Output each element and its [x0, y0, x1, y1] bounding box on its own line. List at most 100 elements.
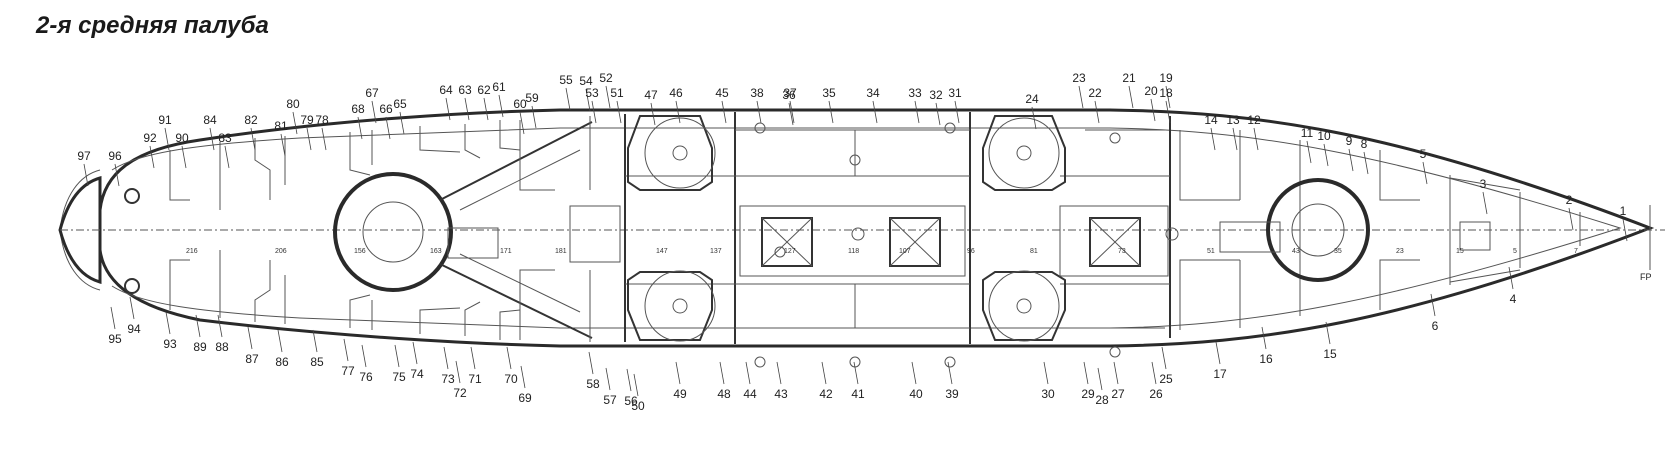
leader-line	[110, 306, 116, 330]
callout-number: 32	[929, 88, 943, 102]
callout-number: 77	[341, 364, 355, 378]
callout-number: 19	[1159, 71, 1173, 85]
callout-number: 22	[1088, 86, 1102, 100]
leader-line	[385, 116, 391, 140]
callout-number: 13	[1226, 113, 1240, 127]
page-title: 2-я средняя палуба	[36, 12, 269, 39]
leader-line	[506, 346, 512, 370]
leader-line	[935, 102, 941, 126]
callout-number: 97	[77, 149, 91, 163]
leader-line	[520, 365, 526, 389]
callout-number: 57	[603, 393, 617, 407]
frame-number: 181	[555, 248, 567, 255]
frame-number: 206	[275, 248, 287, 255]
leader-line	[1128, 85, 1134, 109]
callout-number: 47	[644, 88, 658, 102]
bulkheads	[624, 112, 1581, 344]
callout-number: 73	[441, 372, 455, 386]
leader-line	[675, 361, 681, 385]
leader-line	[181, 145, 187, 169]
leader-line	[776, 361, 782, 385]
callout-number: 51	[610, 86, 624, 100]
leader-line	[445, 97, 451, 121]
leader-line	[277, 329, 283, 353]
barbettes	[333, 115, 1370, 342]
callout-number: 20	[1144, 84, 1158, 98]
callout-number: 87	[245, 352, 259, 366]
callout-number: 21	[1122, 71, 1136, 85]
frame-number: 171	[500, 248, 512, 255]
callout-number: 14	[1204, 113, 1218, 127]
leader-line	[1094, 100, 1100, 124]
hatches	[447, 205, 1491, 277]
leader-line	[1568, 207, 1574, 231]
leader-line	[1215, 341, 1221, 365]
callout-number: 42	[819, 387, 833, 401]
callout-number: 15	[1323, 347, 1337, 361]
leader-line	[1151, 361, 1157, 385]
leader-line	[292, 111, 298, 135]
leader-line	[1261, 326, 1267, 350]
leader-line	[1508, 266, 1514, 290]
callout-number: 35	[822, 86, 836, 100]
callout-number: 2	[1566, 193, 1573, 207]
frame-number: 216	[186, 248, 198, 255]
leader-line	[1323, 143, 1329, 167]
leader-line	[114, 163, 120, 187]
callout-number: 27	[1111, 387, 1125, 401]
callout-number: 36	[782, 88, 796, 102]
leader-line	[470, 346, 476, 370]
callout-number: 8	[1361, 137, 1368, 151]
leader-line	[954, 100, 960, 124]
callout-number: 82	[244, 113, 258, 127]
callout-number: 17	[1213, 367, 1227, 381]
callout-number: 49	[673, 387, 687, 401]
callout-number: 38	[750, 86, 764, 100]
leader-line	[224, 145, 230, 169]
callout-number: 30	[1041, 387, 1055, 401]
leader-line	[828, 100, 834, 124]
callout-number: 71	[468, 372, 482, 386]
callout-number: 92	[143, 131, 157, 145]
callout-number: 80	[286, 97, 300, 111]
callout-number: 55	[559, 73, 573, 87]
leader-line	[1430, 293, 1436, 317]
leader-line	[1165, 85, 1171, 109]
callout-number: 29	[1081, 387, 1095, 401]
leader-line	[412, 341, 418, 365]
frame-number: 7	[1574, 248, 1578, 255]
leader-line	[633, 373, 639, 397]
callout-number: 94	[127, 322, 141, 336]
callout-number: 31	[948, 86, 962, 100]
callout-number: 54	[579, 74, 593, 88]
leader-line	[719, 361, 725, 385]
callout-number: 6	[1432, 319, 1439, 333]
leader-line	[914, 100, 920, 124]
frame-number: 35	[1334, 248, 1342, 255]
leader-line	[1113, 361, 1119, 385]
leader-line	[312, 329, 318, 353]
leader-line	[519, 111, 525, 135]
callout-number: 26	[1149, 387, 1163, 401]
frame-number: 15	[1456, 248, 1464, 255]
callout-number: 64	[439, 83, 453, 97]
callout-number: 11	[1301, 126, 1314, 140]
inner-hull	[111, 127, 1622, 329]
callout-number: 81	[274, 119, 288, 133]
callout-number: 96	[108, 149, 122, 163]
leader-line	[483, 97, 489, 121]
callout-number: 70	[504, 372, 518, 386]
leader-line	[280, 133, 286, 157]
leader-line	[745, 361, 751, 385]
anchor-fittings	[124, 122, 1179, 368]
callout-number: 66	[379, 102, 393, 116]
leader-line	[605, 85, 611, 109]
leader-line	[616, 100, 622, 124]
callout-number: 62	[477, 83, 491, 97]
leader-line	[1348, 148, 1354, 172]
callout-number: 69	[518, 391, 532, 405]
